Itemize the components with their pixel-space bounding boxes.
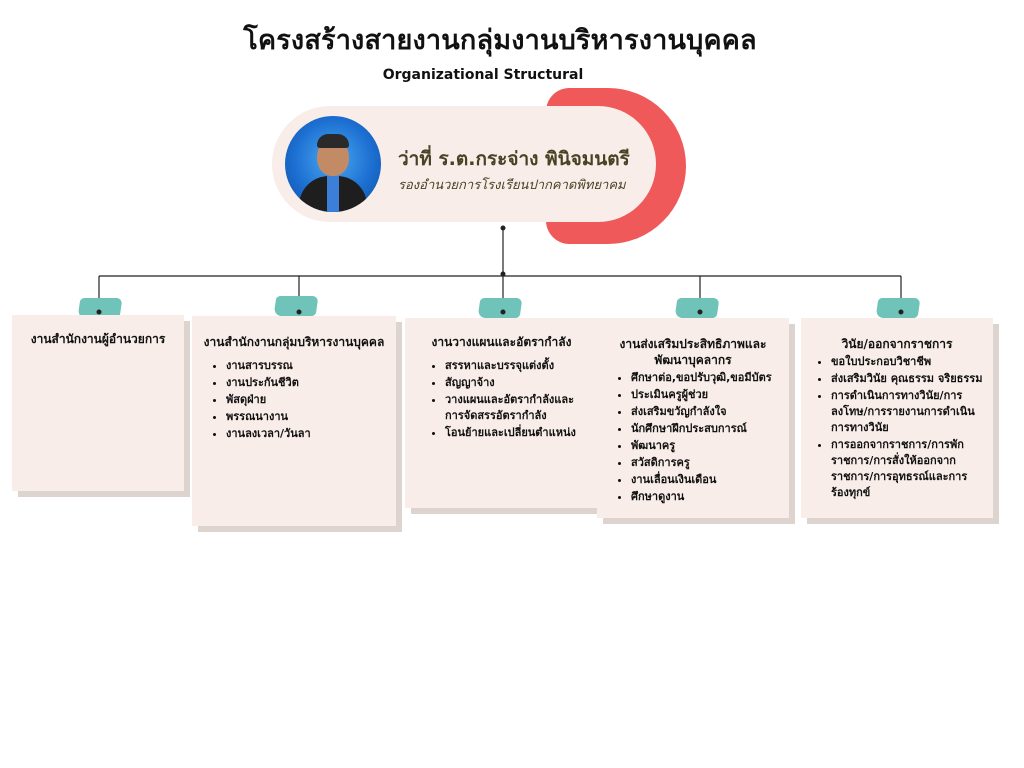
list-item: งานประกันชีวิต [226,375,388,391]
list-item: พัสดุฝ่าย [226,392,388,408]
card-item-list: ขอใบประกอบวิชาชีพ ส่งเสริมวินัย คุณธรรม … [801,354,993,501]
card-director-office: งานสำนักงานผู้อำนวยการ [12,315,184,491]
card-personnel-office: งานสำนักงานกลุ่มบริหารงานบุคคล งานสารบรร… [192,316,396,526]
head-name: ว่าที่ ร.ต.กระจ่าง พินิจมนตรี [398,148,630,170]
list-item: งานเลื่อนเงินเดือน [631,472,781,488]
list-item: นักศึกษาฝึกประสบการณ์ [631,421,781,437]
list-item: ส่งเสริมขวัญกำลังใจ [631,404,781,420]
head-role: รองอำนวยการโรงเรียนปากคาดพิทยาคม [398,178,626,193]
list-item: การออกจากราชการ/การพักราชการ/การสั่งให้อ… [831,437,985,501]
list-item: ขอใบประกอบวิชาชีพ [831,354,985,370]
list-item: สวัสดิการครู [631,455,781,471]
card-title: งานสำนักงานผู้อำนวยการ [30,332,166,346]
head-photo [285,116,381,212]
list-item: งานสารบรรณ [226,358,388,374]
card-title: งานวางแผนและอัตรากำลัง [431,335,572,349]
list-item: พัฒนาครู [631,438,781,454]
card-item-list: ศึกษาต่อ,ขอปรับวุฒิ,ขอมีบัตร ประเมินครูผ… [597,370,789,505]
list-item: งานลงเวลา/วันลา [226,426,388,442]
card-title: งานสำนักงานกลุ่มบริหารงานบุคคล [203,335,385,349]
card-planning: งานวางแผนและอัตรากำลัง สรรหาและบรรจุแต่ง… [405,318,598,508]
card-discipline: วินัย/ออกจากราชการ ขอใบประกอบวิชาชีพ ส่ง… [801,318,993,518]
list-item: ประเมินครูผู้ช่วย [631,387,781,403]
list-item: ศึกษาต่อ,ขอปรับวุฒิ,ขอมีบัตร [631,370,781,386]
list-item: วางแผนและอัตรากำลังและการจัดสรรอัตรากำลั… [445,392,590,424]
card-development: งานส่งเสริมประสิทธิภาพและพัฒนาบุคลากร ศึ… [597,318,789,518]
list-item: ศึกษาดูงาน [631,489,781,505]
list-item: การดำเนินการทางวินัย/การลงโทษ/การรายงานก… [831,388,985,436]
list-item: โอนย้ายและเปลี่ยนตำแหน่ง [445,425,590,441]
card-title: วินัย/ออกจากราชการ [841,337,953,351]
page-subtitle: Organizational Structural [382,67,584,83]
card-item-list: สรรหาและบรรจุแต่งตั้ง สัญญาจ้าง วางแผนแล… [405,358,598,441]
card-item-list: งานสารบรรณ งานประกันชีวิต พัสดุฝ่าย พรรณ… [192,358,396,442]
list-item: สัญญาจ้าง [445,375,590,391]
list-item: พรรณนางาน [226,409,388,425]
list-item: สรรหาและบรรจุแต่งตั้ง [445,358,590,374]
list-item: ส่งเสริมวินัย คุณธรรม จริยธรรม [831,371,985,387]
card-title: งานส่งเสริมประสิทธิภาพและพัฒนาบุคลากร [619,337,767,367]
page-title: โครงสร้างสายงานกลุ่มงานบริหารงานบุคคล [243,25,757,56]
